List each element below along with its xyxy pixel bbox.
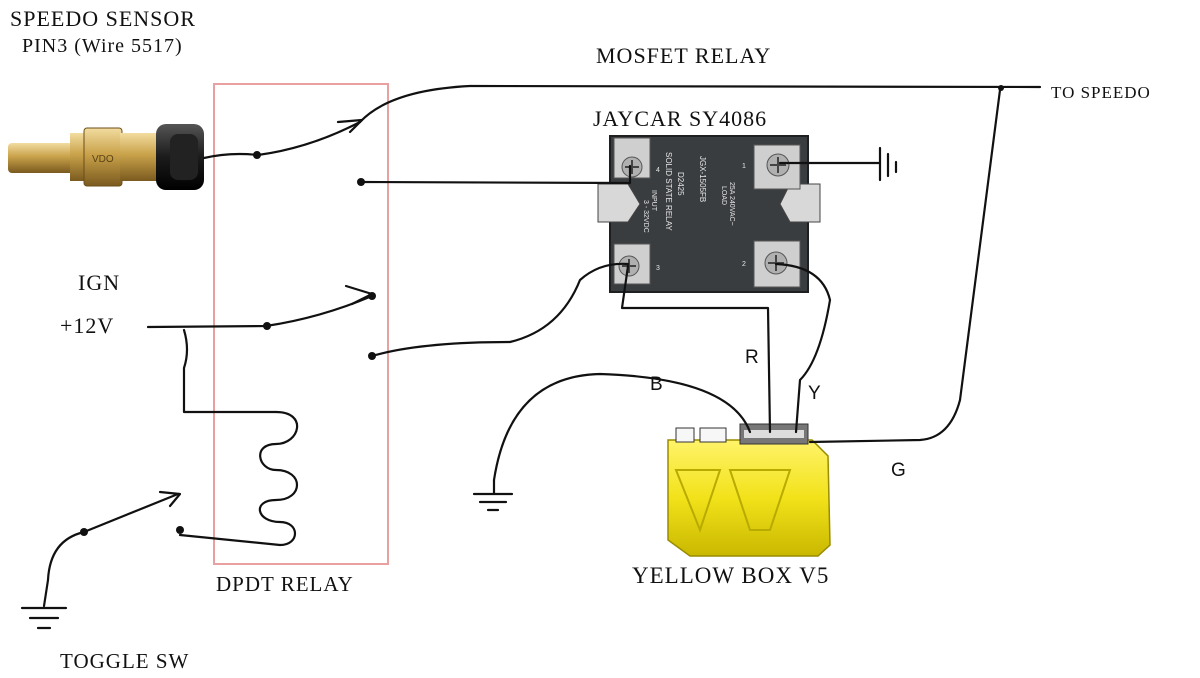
relay-to-ssr4-wire xyxy=(359,164,632,185)
ssr-pin1: 1 xyxy=(742,163,746,170)
plus12v-label: +12V xyxy=(60,313,114,338)
ssr-pin4: 4 xyxy=(656,167,660,174)
y-wire xyxy=(774,262,832,434)
ign-label: IGN xyxy=(78,270,120,295)
ground-symbol-toggle xyxy=(20,606,68,630)
jaycar-label: JAYCAR SY4086 xyxy=(593,106,767,131)
relay-to-ssr3-wire xyxy=(370,262,630,358)
ssr-line2: D2425 xyxy=(676,172,685,196)
ssr-pin2: 2 xyxy=(742,261,746,268)
ign-wire xyxy=(146,294,374,329)
g-wire xyxy=(808,88,1002,444)
coil-feed-wire xyxy=(182,328,278,414)
ssr-pin3: 3 xyxy=(656,265,660,272)
yellow-box-label: YELLOW BOX V5 xyxy=(632,563,829,588)
to-speedo-wire xyxy=(358,84,1042,124)
dpdt-relay-frame xyxy=(213,83,389,565)
ground-symbol-ssr xyxy=(878,146,898,182)
toggle-arm xyxy=(82,492,180,534)
ssr-line7: 25A 240VAC~ xyxy=(728,182,735,226)
solid-state-relay-photo: 4 3 1 2 SOLID STATE RELAY D2425 JGX-1505… xyxy=(597,135,821,293)
ssr-line6: LOAD xyxy=(720,186,727,205)
toggle-ground-wire xyxy=(42,530,86,608)
svg-text:VDO: VDO xyxy=(92,154,114,165)
sensor-wire xyxy=(202,120,362,160)
speedo-sensor-photo: VDO xyxy=(8,124,204,190)
ground-symbol-b xyxy=(472,478,514,512)
speedo-sensor-pin-label: PIN3 (Wire 5517) xyxy=(22,35,183,57)
wire-y-label: Y xyxy=(808,383,821,404)
ssr-line3: JGX-1505FB xyxy=(698,156,707,202)
mosfet-relay-label: MOSFET RELAY xyxy=(596,43,771,68)
wire-g-label: G xyxy=(891,460,906,481)
dpdt-relay-label: DPDT RELAY xyxy=(216,572,354,596)
speedo-sensor-label: SPEEDO SENSOR xyxy=(10,6,196,31)
toggle-sw-label: TOGGLE SW xyxy=(60,649,189,673)
to-speedo-label: TO SPEEDO xyxy=(1051,83,1151,102)
wire-r-label: R xyxy=(745,347,759,368)
coil-symbol xyxy=(178,410,299,547)
wires xyxy=(20,84,1042,630)
b-wire xyxy=(492,372,752,482)
ssr-line4: INPUT xyxy=(650,190,657,212)
ssr-line1: SOLID STATE RELAY xyxy=(664,152,673,231)
arm-bottom-arrow xyxy=(344,284,374,306)
ssr-line5: 3 - 32VDC xyxy=(642,200,649,233)
yellow-box-photo xyxy=(667,423,831,557)
r-wire xyxy=(620,264,772,434)
toggle-arrow xyxy=(158,490,182,508)
junction-dots xyxy=(80,85,1004,536)
